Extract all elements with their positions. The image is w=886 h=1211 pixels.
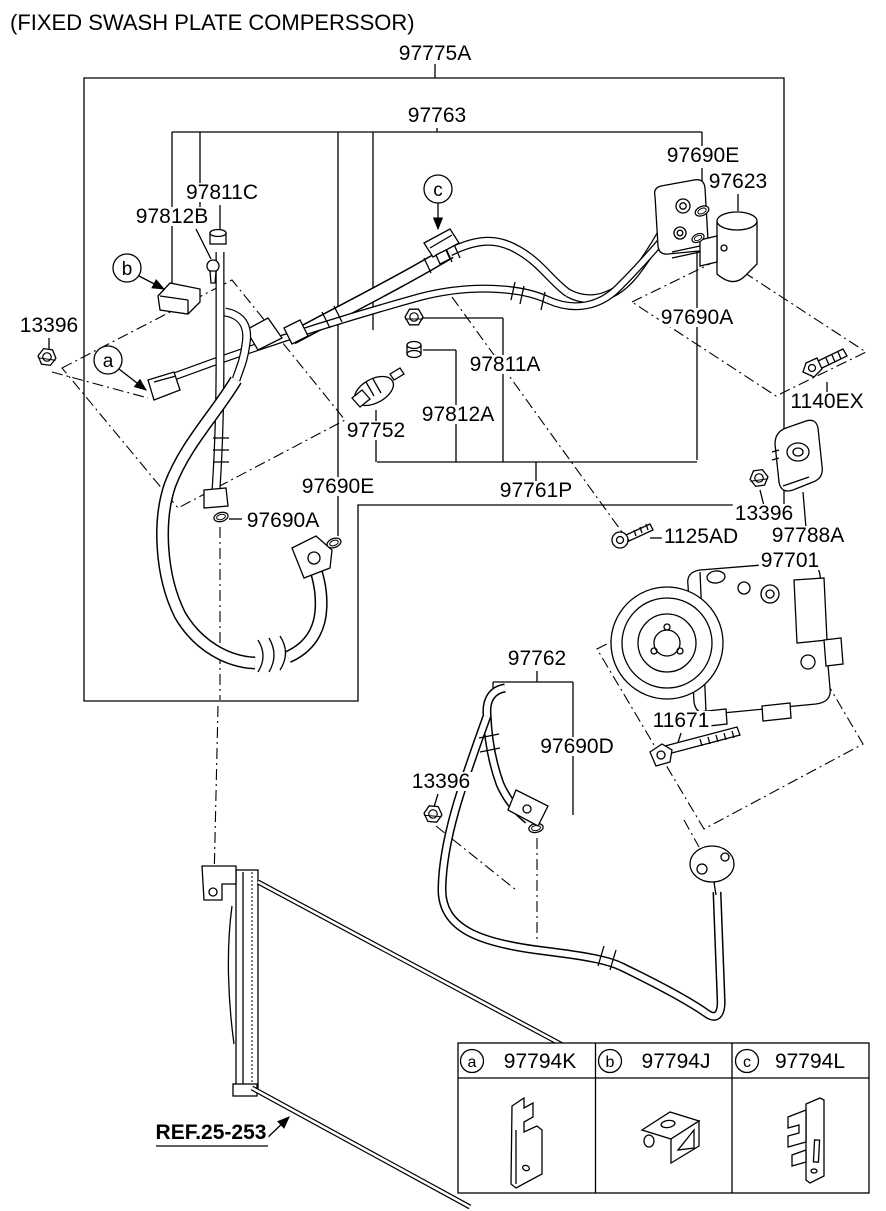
screw-1125AD	[611, 523, 654, 549]
label-bg	[497, 481, 575, 500]
hose-flange	[689, 845, 735, 883]
label-97690A-1: 97690A	[247, 509, 319, 532]
label-bg	[467, 355, 543, 374]
pipe-assembly-drawing	[168, 179, 709, 382]
label-97763: 97763	[408, 104, 466, 127]
label-97762: 97762	[508, 647, 566, 670]
label-97761P: 97761P	[500, 479, 572, 502]
label-bg	[650, 711, 712, 730]
label-97775A: 97775A	[399, 42, 471, 65]
legend-callout-c-circle	[734, 1048, 760, 1074]
part-labels: (FIXED SWASH PLATE COMPERSSOR) 97775A 97…	[10, 10, 866, 1144]
label-ref-25-253: REF.25-253	[156, 1121, 267, 1144]
bracket-97788A-drawing	[771, 419, 823, 492]
small-fasteners	[206, 228, 424, 359]
label-97812B: 97812B	[136, 205, 208, 228]
label-bg	[538, 737, 616, 756]
callout-b-letter: b	[122, 259, 133, 280]
nut-13396-bottom	[422, 804, 444, 824]
label-97811C: 97811C	[186, 181, 258, 204]
bracket-a-part	[147, 371, 181, 401]
label-bg	[639, 1052, 713, 1071]
legend-part-b: 97794J	[642, 1050, 711, 1073]
label-bg	[244, 511, 322, 530]
grommet-97811A	[404, 308, 424, 326]
label-97752: 97752	[347, 419, 405, 442]
label-bg	[664, 146, 742, 165]
nut-13396-right	[748, 468, 770, 488]
label-bg	[133, 207, 211, 226]
label-97811A: 97811A	[470, 353, 541, 376]
legend-part-a: 97794K	[504, 1050, 576, 1073]
label-bg	[153, 1123, 269, 1142]
label-13396-2: 13396	[735, 502, 793, 525]
page-title: (FIXED SWASH PLATE COMPERSSOR)	[10, 10, 415, 35]
legend-callout-a: a	[468, 1054, 477, 1071]
hose-97762-drawing	[437, 683, 735, 1021]
label-bg	[772, 1052, 848, 1071]
label-bg	[758, 551, 822, 570]
pipe-end-fitting	[203, 487, 229, 509]
label-97690A-2: 97690A	[661, 306, 733, 329]
label-bg	[769, 526, 847, 545]
bolt-1140EX	[802, 348, 848, 378]
legend-table: a 97794K b 97794J c 97794L	[457, 1042, 870, 1194]
label-1140EX: 1140EX	[790, 390, 863, 413]
compressor-drawing	[610, 561, 844, 728]
label-bg	[706, 172, 770, 191]
label-bg	[17, 316, 81, 335]
label-97788A: 97788A	[772, 524, 844, 547]
nut-13396-left	[36, 347, 58, 367]
callout-c-letter: c	[433, 180, 443, 201]
legend-callout-b: b	[606, 1054, 615, 1071]
label-bg	[732, 504, 796, 523]
label-bg	[661, 527, 741, 546]
bushing-97812A	[406, 340, 422, 350]
oring-97690A-left	[212, 510, 230, 524]
label-bg	[788, 392, 866, 411]
label-97812A: 97812A	[422, 403, 494, 426]
label-13396-3: 13396	[412, 770, 470, 793]
box-97775A	[83, 77, 785, 702]
label-11671: 11671	[653, 709, 710, 732]
label-bg	[505, 649, 569, 668]
label-97690E-1: 97690E	[667, 144, 739, 167]
label-97690E-2: 97690E	[302, 475, 374, 498]
label-13396-1: 13396	[20, 314, 78, 337]
legend-callout-a-circle	[459, 1048, 485, 1074]
label-bg	[183, 183, 261, 202]
label-bg	[501, 1052, 579, 1071]
suction-pipe-hose-drawing	[147, 252, 333, 673]
legend-part-c: 97794L	[775, 1050, 845, 1073]
label-bg	[405, 106, 469, 125]
bolt-11671	[649, 726, 741, 767]
receiver-drier-drawing	[671, 211, 758, 283]
legend-bracket-a-drawing	[510, 1096, 543, 1189]
callout-a-letter: a	[103, 351, 114, 372]
label-bg	[396, 44, 474, 63]
callout-b-circle	[112, 253, 142, 283]
label-bg	[419, 405, 497, 424]
label-bg	[299, 477, 377, 496]
label-97623: 97623	[709, 170, 767, 193]
label-bg	[658, 308, 736, 327]
label-97701: 97701	[761, 549, 819, 572]
label-bg	[344, 421, 408, 440]
label-97690D: 97690D	[540, 735, 614, 758]
legend-callout-c: c	[743, 1054, 751, 1071]
legend-bracket-b-drawing	[640, 1111, 701, 1165]
callouts: a b c	[93, 174, 453, 391]
label-bg	[409, 772, 473, 791]
legend-bracket-c-drawing	[787, 1097, 825, 1184]
label-1125AD: 1125AD	[664, 525, 738, 548]
legend-callout-b-circle	[597, 1048, 623, 1074]
pressure-sensor-drawing	[351, 367, 405, 408]
callout-a-circle	[93, 345, 123, 375]
